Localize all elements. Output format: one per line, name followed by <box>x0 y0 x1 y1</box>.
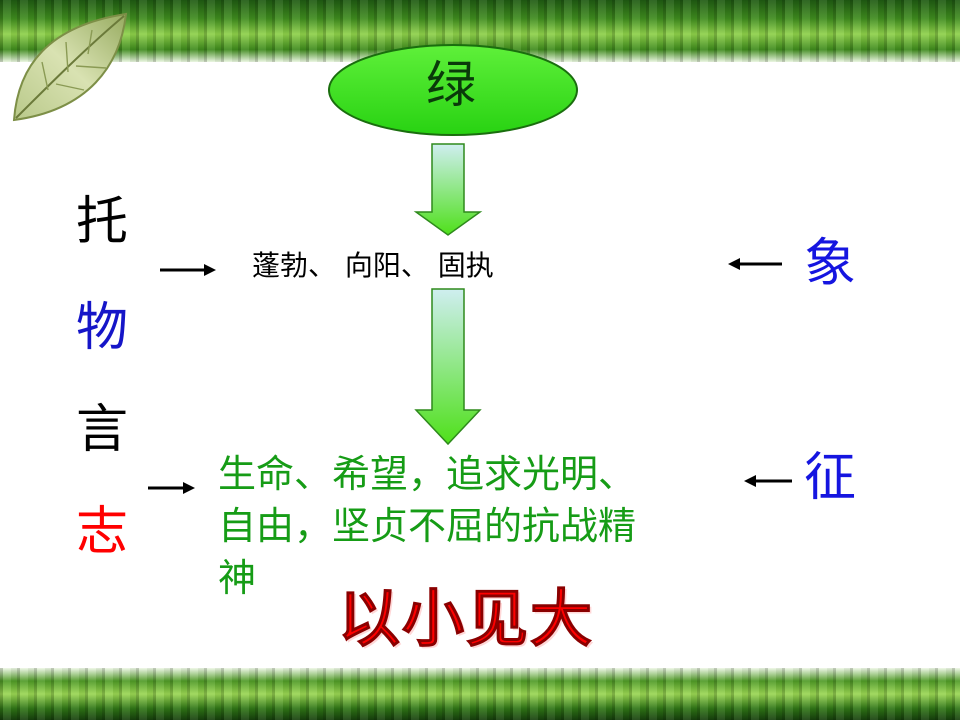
leaf-icon <box>12 12 128 122</box>
center-node-ellipse <box>328 44 578 136</box>
summary-title: 以小见大 <box>337 582 595 655</box>
middle-traits-text: 蓬勃、 向阳、 固执 <box>252 249 494 282</box>
meaning-line-1: 生命、希望，追求光明、 <box>218 452 637 496</box>
arrow-right-to-middle <box>728 258 782 270</box>
meaning-text-block: 生命、希望，追求光明、 自由，坚贞不屈的抗战精 神 <box>218 448 636 604</box>
left-char-4: 志 <box>76 502 129 562</box>
arrow-left-to-middle <box>160 264 216 276</box>
meaning-line-3: 神 <box>218 556 257 600</box>
right-char-1: 象 <box>804 234 857 294</box>
meaning-line-2: 自由，坚贞不屈的抗战精 <box>218 504 637 548</box>
arrow-right-to-meaning <box>744 475 792 487</box>
right-char-2: 征 <box>804 448 857 508</box>
center-node-label: 绿 <box>426 56 476 114</box>
left-char-1: 托 <box>76 192 129 252</box>
bottom-decor-band <box>0 668 960 720</box>
down-arrow-top <box>413 143 483 236</box>
left-char-2: 物 <box>76 298 129 358</box>
arrow-left-to-meaning <box>148 482 195 494</box>
down-arrow-bottom <box>414 288 482 446</box>
left-char-3: 言 <box>76 400 129 460</box>
